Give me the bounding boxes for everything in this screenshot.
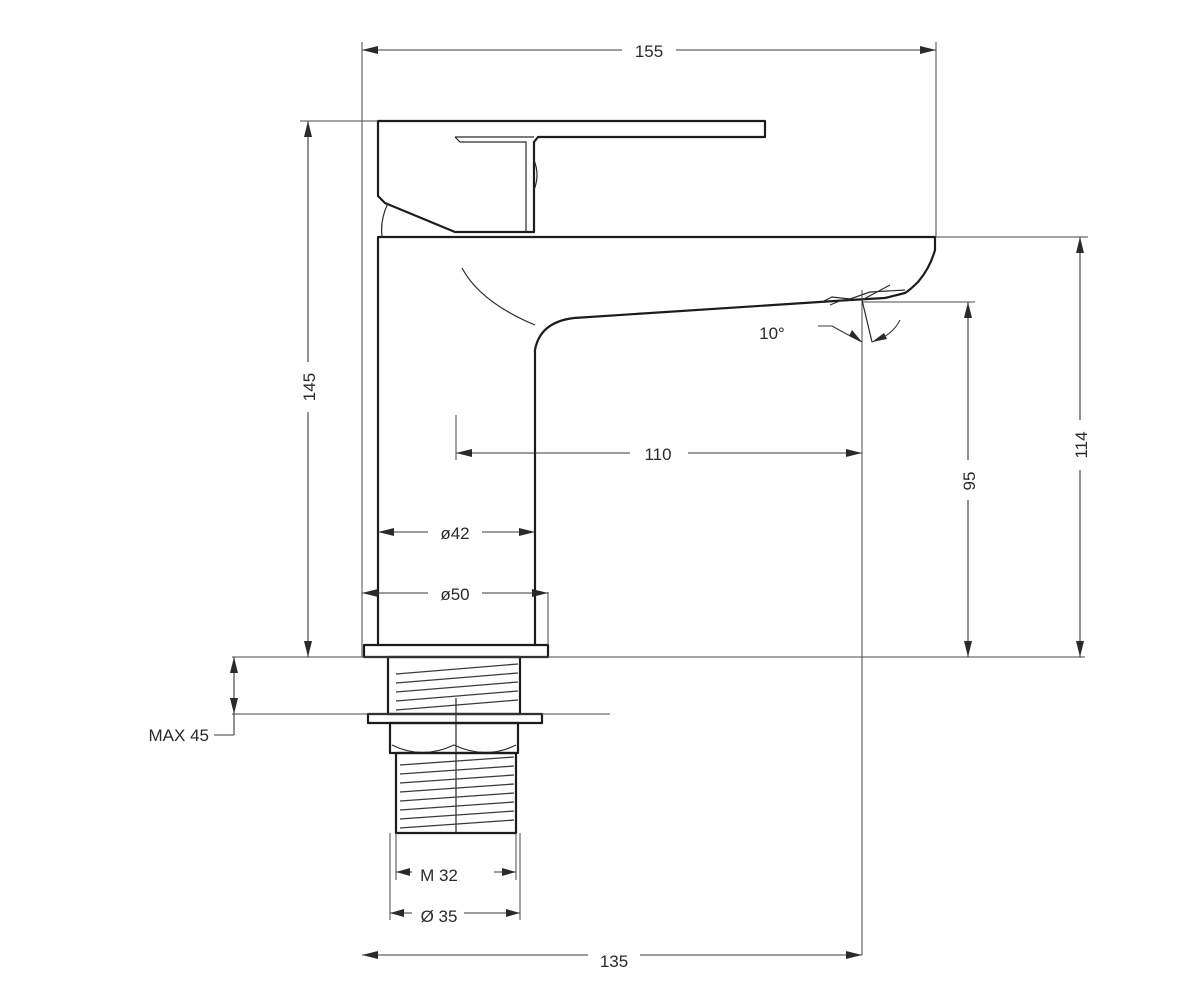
spout-reach-label: 110 (644, 445, 671, 464)
body-diameter-label: ø42 (440, 524, 469, 543)
base-to-outlet-label: 135 (600, 952, 628, 971)
outlet-height-label: 95 (960, 472, 979, 491)
dimension-spout-reach: 110 (455, 290, 863, 955)
threaded-shank (366, 655, 544, 835)
shank-diameter-label: Ø 35 (421, 907, 458, 926)
dimension-spout-height-top: 114 (936, 236, 1091, 657)
faucet-outline (362, 119, 937, 659)
overall-length-label: 155 (635, 42, 663, 61)
thread-label: M 32 (420, 866, 458, 885)
dimension-overall-length: 155 (361, 42, 937, 657)
max-deck-thickness-label: MAX 45 (149, 726, 209, 745)
total-height-label: 145 (300, 373, 319, 401)
shank-lower (394, 751, 518, 835)
dimension-max-deck-thickness: MAX 45 (149, 657, 238, 745)
dimension-base-to-outlet: 135 (362, 951, 862, 971)
base-flange (362, 643, 550, 659)
mounting-nut (388, 721, 520, 755)
handle-cartridge-curve (381, 202, 389, 237)
nut-facets (391, 744, 517, 754)
base-diameter-label: ø50 (440, 585, 469, 604)
dimension-shank-diameter: Ø 35 (389, 833, 521, 926)
spout-height-top-label: 114 (1072, 431, 1091, 458)
spout-inner-curve (461, 267, 536, 326)
handle-lever (376, 119, 767, 234)
dimension-body-diameter: ø42 (378, 524, 535, 543)
dimension-outlet-height: 95 (862, 301, 979, 657)
dimension-outlet-angle: 10° (759, 284, 901, 343)
aerator-detail (821, 289, 906, 306)
shank-lower-threads (399, 756, 515, 829)
mounting-washer (366, 712, 544, 725)
dimension-total-height: 145 (300, 120, 378, 657)
dimension-thread: M 32 (395, 833, 517, 885)
faucet-body (376, 235, 937, 647)
dimension-base-diameter: ø50 (362, 585, 549, 645)
shank-upper-threads (395, 663, 519, 711)
handle-lever-detail (454, 136, 538, 232)
outlet-angle-label: 10° (759, 324, 785, 343)
